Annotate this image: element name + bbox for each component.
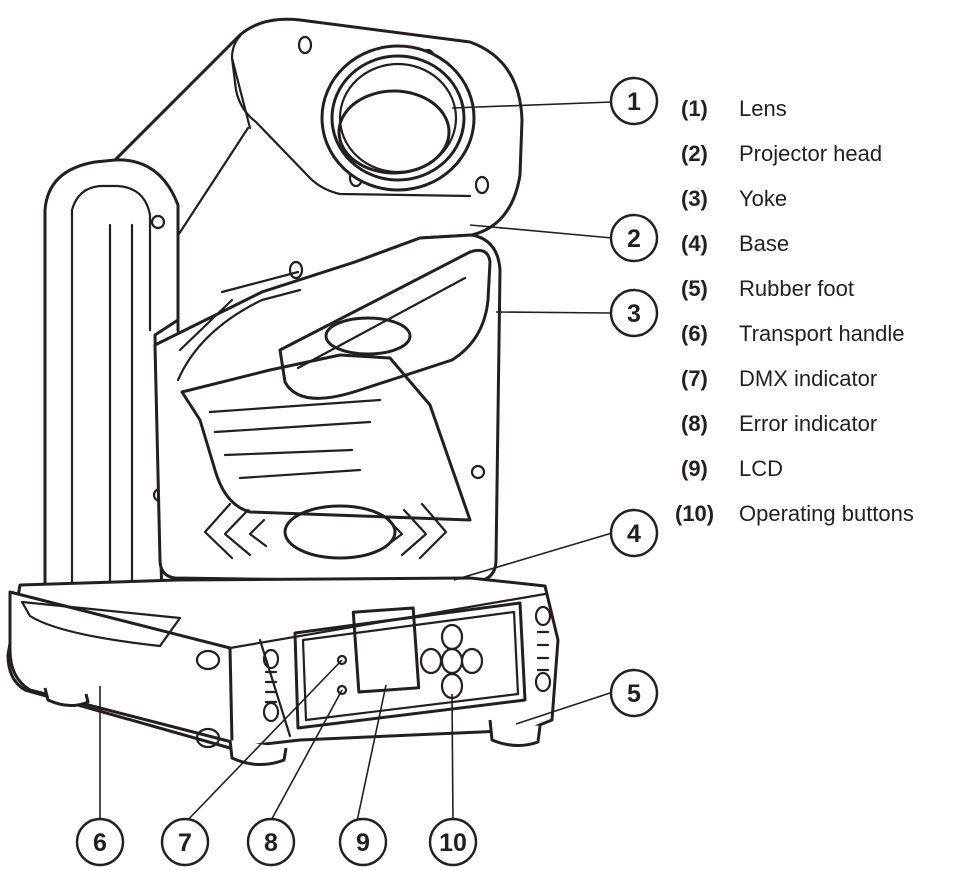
callout-2-label: 2: [627, 225, 641, 253]
legend-label: Error indicator: [739, 411, 878, 436]
callout-1-label: 1: [627, 88, 641, 116]
legend-number: (5): [681, 276, 708, 301]
callout-7: 7: [160, 817, 210, 867]
base: [6, 576, 560, 750]
legend-number: (6): [681, 321, 708, 346]
callout-5: 5: [609, 668, 659, 718]
callout-8-label: 8: [264, 829, 278, 857]
legend-number: (8): [681, 411, 708, 436]
lens: [320, 44, 476, 192]
callout-5-label: 5: [627, 680, 641, 708]
callout-10: 10: [428, 817, 478, 867]
legend-number: (3): [681, 186, 708, 211]
callout-4-label: 4: [627, 520, 641, 548]
callout-6-label: 6: [93, 829, 107, 857]
legend-number: (1): [681, 96, 708, 121]
callout-2: 2: [609, 213, 659, 263]
legend-label: DMX indicator: [739, 366, 878, 391]
callout-7-label: 7: [178, 829, 192, 857]
legend-number: (7): [681, 366, 708, 391]
rubber-feet: [43, 687, 542, 766]
legend-number: (9): [681, 456, 708, 481]
callout-9: 9: [338, 817, 388, 867]
legend-number: (2): [681, 141, 708, 166]
legend-label: Projector head: [739, 141, 883, 166]
legend-number: (4): [681, 231, 708, 256]
legend-number: (10): [675, 501, 715, 526]
legend-label: Yoke: [739, 186, 788, 211]
legend-label: Rubber foot: [739, 276, 854, 301]
callout-4: 4: [609, 508, 659, 558]
legend-label: Lens: [739, 96, 787, 121]
callout-10-label: 10: [439, 829, 467, 857]
callout-6: 6: [75, 817, 125, 867]
legend-label: LCD: [739, 456, 784, 481]
yoke: [43, 158, 502, 602]
legend-label: Operating buttons: [739, 501, 914, 526]
callout-8: 8: [246, 817, 296, 867]
legend-label: Base: [739, 231, 790, 256]
callout-3: 3: [609, 288, 659, 338]
callout-3-label: 3: [627, 300, 641, 328]
callout-1: 1: [609, 76, 659, 126]
legend-label: Transport handle: [739, 321, 905, 346]
callout-9-label: 9: [356, 829, 370, 857]
leader-lines: [99, 101, 613, 827]
